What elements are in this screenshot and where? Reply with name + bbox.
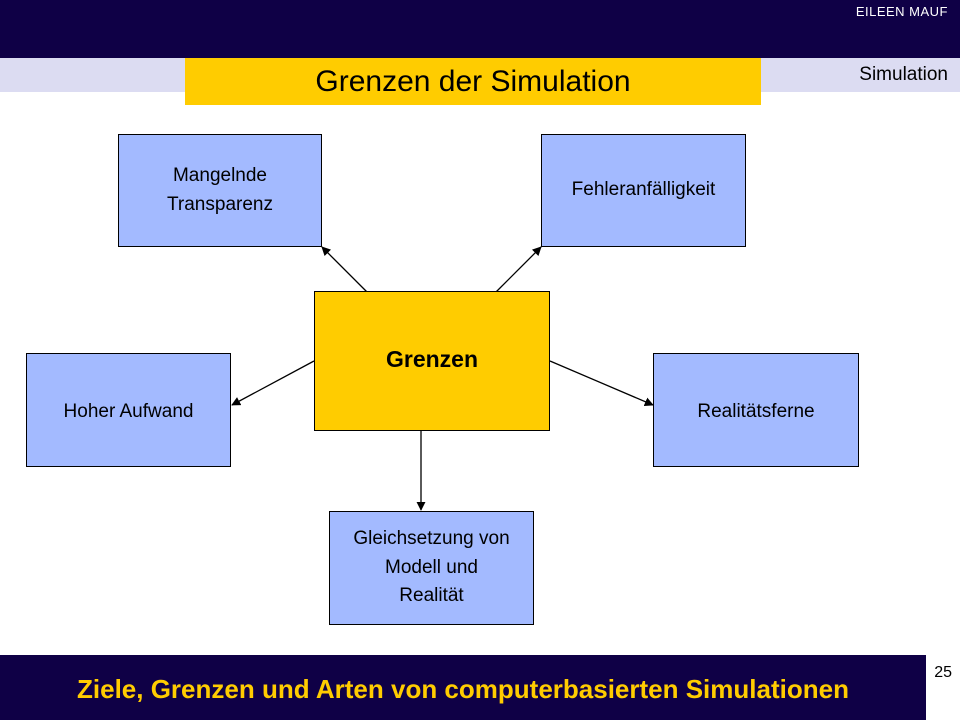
node-model-reality-equation: Gleichsetzung von Modell und Realität	[329, 511, 534, 625]
node-reality-distance: Realitätsferne	[653, 353, 859, 467]
top-banner	[0, 0, 960, 58]
node-high-effort: Hoher Aufwand	[26, 353, 231, 467]
node-error-proneness: Fehleranfälligkeit	[541, 134, 746, 247]
footer-banner: Ziele, Grenzen und Arten von computerbas…	[0, 655, 926, 720]
slide-title: Grenzen der Simulation	[185, 58, 761, 105]
footer-title: Ziele, Grenzen und Arten von computerbas…	[77, 674, 849, 704]
page-number: 25	[934, 664, 952, 681]
arrow-to-reality-distance	[549, 360, 654, 406]
node-transparency: Mangelnde Transparenz	[118, 134, 322, 247]
arrow-to-effort	[231, 360, 315, 406]
center-node-limits: Grenzen	[314, 291, 550, 431]
author-name: EILEEN MAUF	[855, 4, 948, 19]
section-label: Simulation	[859, 64, 948, 85]
arrow-to-transparency	[321, 246, 368, 293]
arrow-to-errors	[495, 246, 542, 293]
